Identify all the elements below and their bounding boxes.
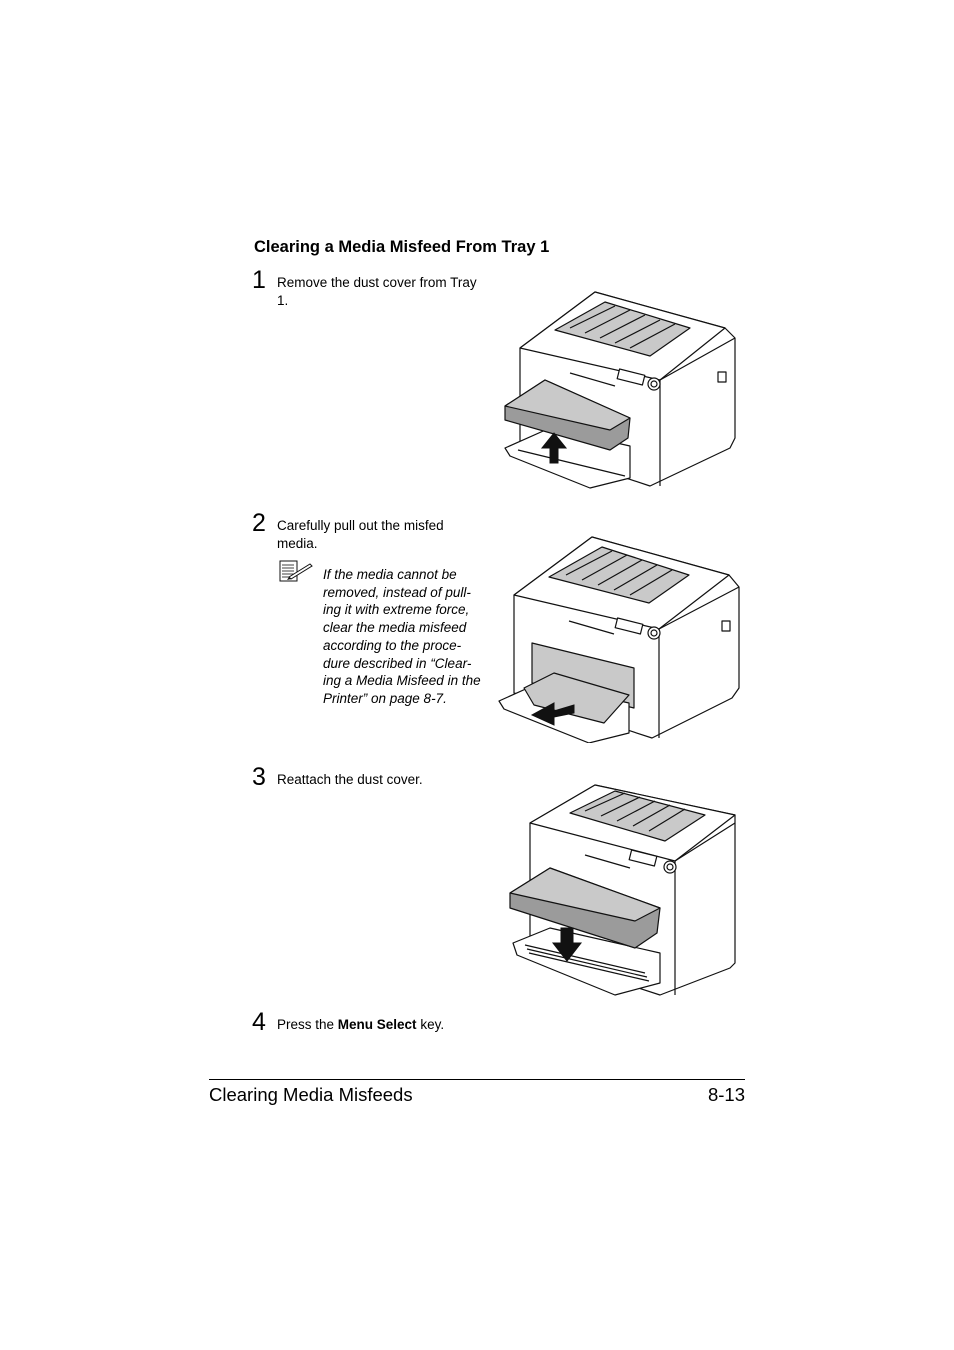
step-4-text-before: Press the — [277, 1017, 338, 1032]
section-heading: Clearing a Media Misfeed From Tray 1 — [254, 238, 550, 256]
note-pad-pencil-icon — [279, 560, 313, 582]
step-1-number: 1 — [252, 266, 266, 294]
step-4-number: 4 — [252, 1008, 266, 1036]
printer-remove-dust-cover-illustration — [504, 291, 736, 489]
printer-reattach-dust-cover-illustration — [509, 784, 736, 996]
step-2-text: Carefully pull out the misfed media. — [277, 518, 444, 551]
step-2-number: 2 — [252, 509, 266, 537]
footer-page-number: 8-13 — [707, 1084, 745, 1105]
footer-chapter-title: Clearing Media Misfeeds — [209, 1084, 413, 1105]
note-text: If the media cannot be removed, instead … — [323, 567, 481, 706]
footer-rule — [209, 1079, 745, 1080]
step-4-text: Press the Menu Select key. — [277, 1016, 537, 1034]
step-3-number: 3 — [252, 763, 266, 791]
step-3-text: Reattach the dust cover. — [277, 772, 423, 787]
step-4-text-after: key. — [416, 1017, 445, 1032]
step-1-text: Remove the dust cover from Tray 1. — [277, 275, 477, 308]
printer-pull-misfed-media-illustration — [498, 536, 740, 743]
menu-select-key-label: Menu Select — [337, 1017, 417, 1032]
